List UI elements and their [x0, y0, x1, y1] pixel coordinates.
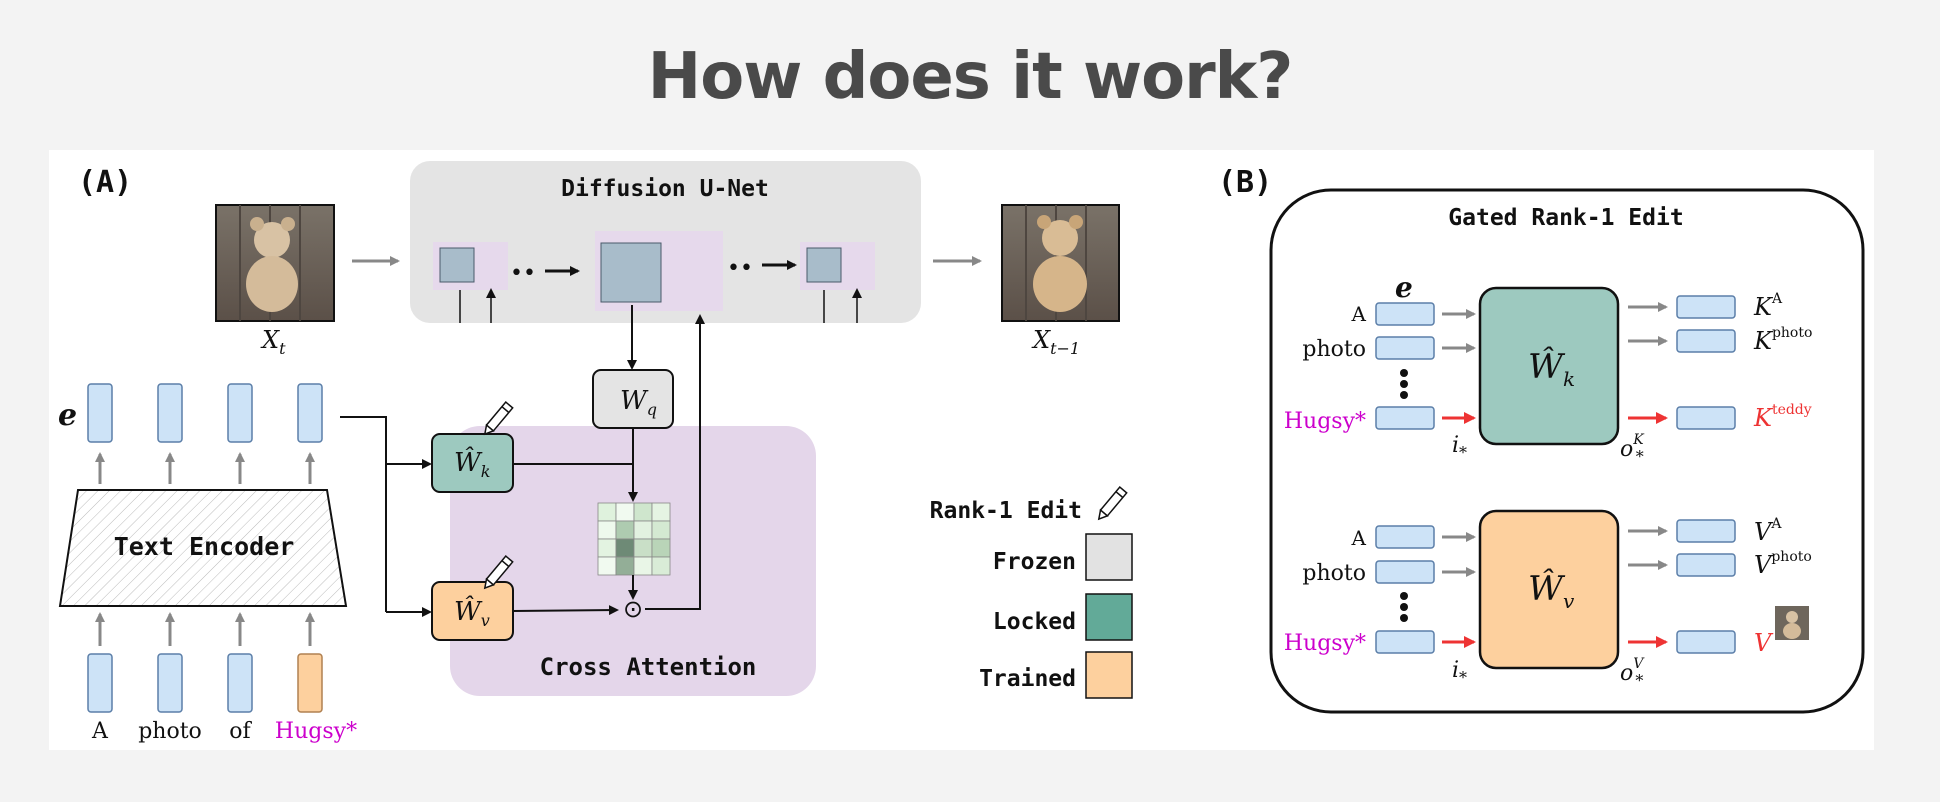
- legend-frozen-swatch: [1085, 533, 1133, 581]
- b-wv-label: Ŵv: [1528, 568, 1575, 613]
- b-key-input-a: [1375, 302, 1435, 326]
- b-val-i-star: i*: [1452, 658, 1467, 687]
- b-val-out-a-label: VA: [1754, 516, 1782, 546]
- pencil-icon: [483, 555, 514, 590]
- legend-rank1-label: Rank-1 Edit: [930, 498, 1082, 524]
- embedding-vectors: [87, 383, 323, 443]
- text-encoder-label: Text Encoder: [114, 532, 295, 561]
- teddy-bear-thumbnail: [1775, 606, 1809, 640]
- b-key-out-a-label: KA: [1753, 291, 1783, 321]
- b-val-input-photo: [1375, 560, 1435, 584]
- b-val-out-photo: [1676, 553, 1736, 577]
- legend-frozen-label: Frozen: [993, 549, 1076, 575]
- legend-trained-swatch: [1085, 651, 1133, 699]
- unet-thumb-left: [439, 247, 475, 283]
- legend-trained-label: Trained: [979, 666, 1076, 692]
- b-val-input-a-label: A: [1351, 526, 1367, 550]
- b-o-v: oV*: [1620, 656, 1645, 690]
- token-hugsy: Hugsy*: [275, 719, 357, 744]
- pencil-icon: [1097, 486, 1128, 521]
- wv-to-odot: [512, 605, 619, 616]
- b-val-input-photo-label: photo: [1302, 561, 1366, 586]
- encoder-up-arrows: [95, 452, 315, 484]
- b-val-out-photo-label: Vphoto: [1754, 549, 1812, 579]
- wq-label: Wq: [620, 386, 657, 419]
- b-val-input-hugsy: [1375, 630, 1435, 654]
- b-val-out-bear: [1676, 630, 1736, 654]
- e-label: e: [58, 398, 77, 433]
- b-o-k: oK*: [1620, 432, 1645, 466]
- b-key-vdots: [1400, 369, 1408, 399]
- b-key-out-teddy: [1676, 406, 1736, 430]
- pencil-icon: [483, 401, 514, 436]
- unet-label: Diffusion U-Net: [561, 176, 769, 202]
- b-val-input-hugsy-label: Hugsy*: [1284, 631, 1366, 656]
- odot-to-unet: [645, 314, 705, 610]
- b-key-i-star: i*: [1452, 433, 1467, 462]
- attention-map: [597, 502, 671, 576]
- b-val-out-bear-label: V: [1754, 629, 1774, 657]
- embed-to-wk-wv: [340, 416, 387, 612]
- wk-label: Ŵk: [454, 446, 490, 481]
- token-of: of: [229, 719, 252, 744]
- b-val-out-a: [1676, 519, 1736, 543]
- legend-locked-label: Locked: [993, 609, 1076, 635]
- b-wk-box: [1478, 286, 1620, 446]
- b-key-out-a: [1676, 295, 1736, 319]
- x-t1-label: Xt−1: [1031, 326, 1080, 358]
- b-key-input-a-label: A: [1351, 302, 1367, 326]
- b-val-input-a: [1375, 525, 1435, 549]
- b-val-vdots: [1400, 592, 1408, 622]
- x-t-label: Xt: [260, 326, 286, 358]
- wv-label: Ŵv: [454, 595, 490, 630]
- panel-a-label: (A): [78, 165, 132, 200]
- b-wv-box: [1478, 509, 1620, 670]
- token-up-arrows: [95, 612, 315, 646]
- page-title: How does it work?: [647, 40, 1294, 114]
- unet-dots-2: ••: [727, 256, 753, 281]
- b-key-out-photo-label: Kphoto: [1753, 325, 1812, 355]
- b-e-label: e: [1395, 271, 1413, 304]
- input-image: [215, 204, 335, 322]
- b-key-input-photo-label: photo: [1302, 337, 1366, 362]
- odot-symbol: ⊙: [623, 595, 643, 623]
- unet-dots-1: ••: [510, 261, 536, 286]
- unet-thumb-mid: [600, 242, 662, 303]
- token-a: A: [91, 719, 109, 744]
- gated-edit-title: Gated Rank-1 Edit: [1448, 205, 1683, 231]
- text-encoder-box: [58, 489, 348, 607]
- b-key-input-hugsy: [1375, 406, 1435, 430]
- b-key-out-photo: [1676, 329, 1736, 353]
- legend-locked-swatch: [1085, 593, 1133, 641]
- token-vectors: [87, 653, 323, 713]
- token-photo: photo: [138, 719, 202, 744]
- b-key-out-teddy-label: Kteddy: [1753, 402, 1812, 432]
- b-wk-label: Ŵk: [1528, 346, 1575, 391]
- cross-attention-label: Cross Attention: [540, 653, 757, 681]
- output-image: [1001, 204, 1120, 322]
- b-key-input-photo: [1375, 336, 1435, 360]
- panel-b-label: (B): [1218, 165, 1272, 200]
- b-key-input-hugsy-label: Hugsy*: [1284, 409, 1366, 434]
- unet-thumb-right: [806, 247, 842, 283]
